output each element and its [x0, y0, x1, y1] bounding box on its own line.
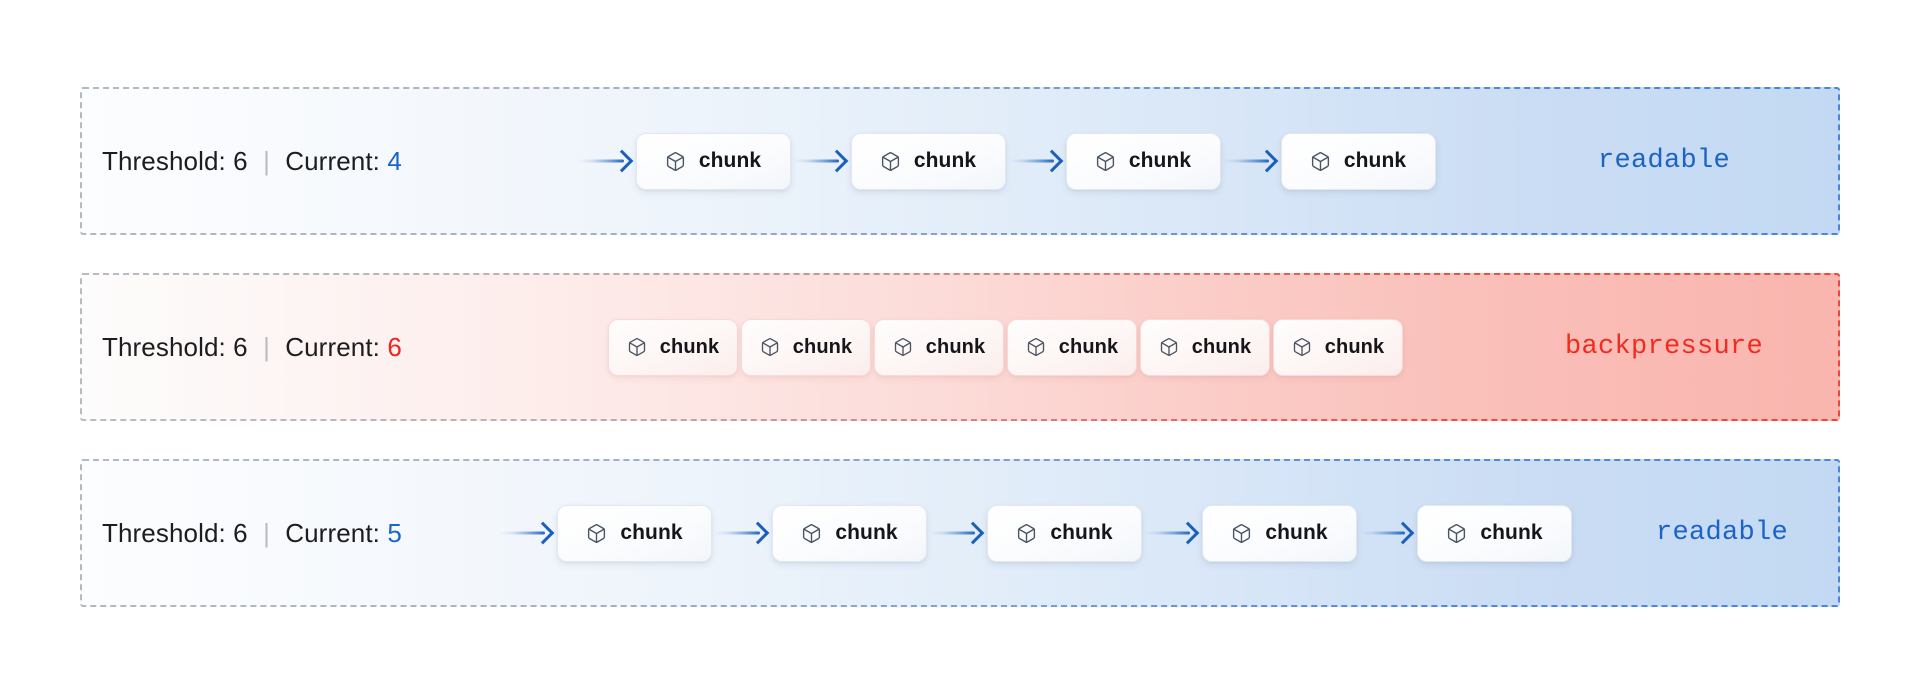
cube-icon [881, 151, 899, 171]
current-label: Current: [285, 517, 380, 548]
chunk-label: chunk [1324, 335, 1385, 358]
stream-row-backpressure-6: Threshold: 6 | Current: 6 chunk chunk ch… [80, 273, 1840, 421]
cube-icon [761, 338, 778, 357]
chunk-item[interactable]: chunk [1065, 132, 1221, 190]
cube-icon [666, 151, 684, 171]
cube-icon [588, 523, 606, 543]
cube-icon [1096, 151, 1114, 171]
cube-icon [1311, 151, 1329, 171]
chunk-item[interactable]: chunk [557, 504, 712, 562]
cube-icon [1018, 523, 1036, 543]
meta-separator: | [263, 517, 270, 548]
stream-row-readable-4: Threshold: 6 | Current: 4 chunk chunk ch… [80, 87, 1840, 235]
chunk-item[interactable]: chunk [772, 504, 927, 562]
chunk-label: chunk [1480, 521, 1543, 544]
row-meta-text: Threshold: 6 | Current: 5 [102, 518, 497, 549]
chunk-pipeline: chunk chunk chunk chunk chunk [497, 504, 1572, 562]
row-meta-text: Threshold: 6 | Current: 4 [102, 146, 497, 177]
arrow-right-icon [792, 149, 849, 173]
chunk-item[interactable]: chunk [1007, 318, 1137, 376]
arrow-right-icon [714, 521, 770, 545]
arrow-right-icon [577, 149, 634, 173]
cube-icon [803, 523, 821, 543]
chunk-item[interactable]: chunk [850, 132, 1006, 190]
chunk-label: chunk [925, 335, 986, 358]
chunk-label: chunk [1191, 335, 1252, 358]
current-label: Current: [285, 145, 380, 176]
threshold-label: Threshold: [102, 145, 226, 176]
chunk-item[interactable]: chunk [608, 318, 738, 376]
cube-icon [1448, 523, 1466, 543]
chunk-pipeline: chunk chunk chunk chunk chunk chunk [497, 318, 1514, 376]
cube-icon [1233, 523, 1251, 543]
chunk-item[interactable]: chunk [987, 504, 1142, 562]
chunk-label: chunk [1343, 149, 1407, 172]
threshold-value: 6 [233, 331, 248, 362]
cube-icon [894, 338, 911, 357]
current-value: 6 [387, 331, 402, 362]
arrow-right-icon [1222, 149, 1279, 173]
arrow-right-icon [1144, 521, 1200, 545]
chunk-label: chunk [659, 335, 720, 358]
arrow-right-icon [929, 521, 985, 545]
chunk-label: chunk [698, 149, 762, 172]
chunk-label: chunk [792, 335, 853, 358]
chunk-item[interactable]: chunk [1202, 504, 1357, 562]
stream-row-readable-5: Threshold: 6 | Current: 5 chunk chunk ch… [80, 459, 1840, 607]
cube-icon [628, 338, 645, 357]
arrow-right-icon [499, 521, 555, 545]
cube-icon [1027, 338, 1044, 357]
arrow-right-icon [1007, 149, 1064, 173]
status-badge: readable [1597, 146, 1731, 176]
row-meta-text: Threshold: 6 | Current: 6 [102, 332, 497, 363]
chunk-label: chunk [1265, 521, 1328, 544]
chunk-label: chunk [1128, 149, 1192, 172]
chunk-item[interactable]: chunk [635, 132, 791, 190]
threshold-label: Threshold: [102, 517, 226, 548]
status-badge: backpressure [1564, 332, 1764, 362]
meta-separator: | [263, 145, 270, 176]
chunk-item[interactable]: chunk [741, 318, 871, 376]
chunk-label: chunk [913, 149, 977, 172]
chunk-item[interactable]: chunk [1280, 132, 1436, 190]
status-badge: readable [1655, 518, 1789, 548]
chunk-item[interactable]: chunk [1140, 318, 1270, 376]
chunk-item[interactable]: chunk [1273, 318, 1403, 376]
current-value: 5 [387, 517, 402, 548]
arrow-right-icon [1359, 521, 1415, 545]
chunk-label: chunk [835, 521, 898, 544]
chunk-label: chunk [620, 521, 683, 544]
chunk-item[interactable]: chunk [1417, 504, 1572, 562]
current-label: Current: [285, 331, 380, 362]
cube-icon [1293, 338, 1310, 357]
chunk-label: chunk [1058, 335, 1119, 358]
threshold-value: 6 [233, 517, 248, 548]
cube-icon [1160, 338, 1177, 357]
threshold-label: Threshold: [102, 331, 226, 362]
current-value: 4 [387, 145, 402, 176]
chunk-pipeline: chunk chunk chunk chunk [497, 132, 1514, 190]
chunk-item[interactable]: chunk [874, 318, 1004, 376]
meta-separator: | [263, 331, 270, 362]
chunk-label: chunk [1050, 521, 1113, 544]
threshold-value: 6 [233, 145, 248, 176]
